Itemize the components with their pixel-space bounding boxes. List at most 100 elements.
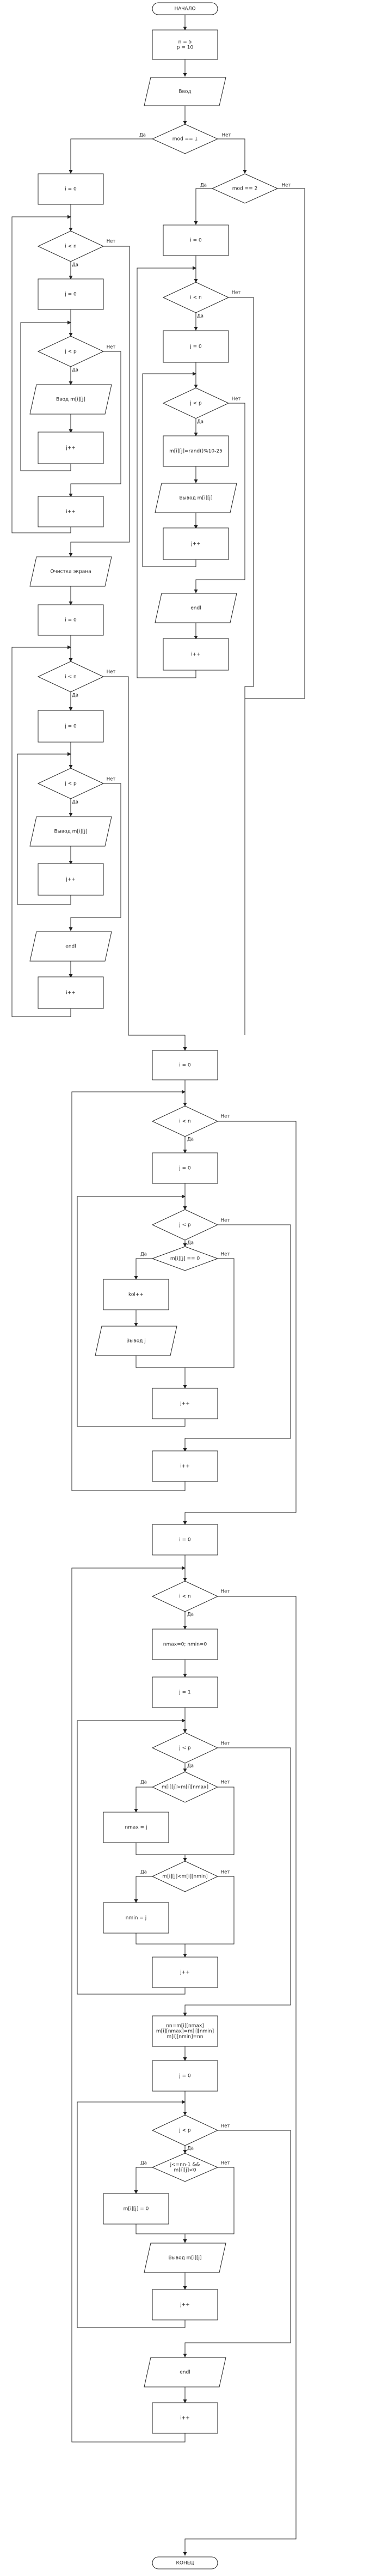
- kol-increment: [103, 1279, 169, 1310]
- node-label: nmin = j: [126, 1916, 146, 1921]
- branch-label: Нет: [232, 397, 241, 402]
- connector: [11, 215, 71, 533]
- connector: [185, 1787, 235, 1855]
- output-element: [155, 483, 237, 513]
- node-label: endl: [65, 944, 76, 950]
- branch-label: Нет: [221, 2161, 230, 2166]
- branch-label: Да: [140, 2161, 147, 2166]
- branch-label: Нет: [107, 239, 116, 245]
- j-increment: [38, 432, 104, 464]
- branch-label: Да: [72, 693, 78, 698]
- node-label: m[i][nmin]=nn: [167, 2034, 203, 2040]
- branch-label: Нет: [282, 183, 291, 189]
- branch-label: Да: [187, 2146, 194, 2152]
- connector: [103, 676, 185, 1036]
- node-label: p = 10: [177, 45, 194, 51]
- node-label: i = 0: [179, 1063, 191, 1068]
- connector: [194, 188, 212, 225]
- i-increment: [152, 2402, 218, 2434]
- branch-label: Да: [187, 1137, 194, 1143]
- branch-label: Нет: [222, 133, 231, 138]
- branch-label: Да: [72, 263, 78, 268]
- connector: [135, 1933, 187, 1958]
- j-init: [152, 1152, 218, 1184]
- node-label: j++: [180, 1970, 190, 1976]
- node-label: m[i][j]<0: [174, 2168, 196, 2173]
- init-block: [152, 29, 218, 60]
- node-label: j < p: [178, 1746, 191, 1751]
- branch-label: Да: [139, 133, 146, 138]
- node-label: i < n: [179, 1594, 190, 1600]
- branch-label: Нет: [221, 1114, 230, 1120]
- end-terminal: [152, 2556, 218, 2569]
- connector: [135, 1356, 187, 1389]
- zero-check: [151, 1246, 219, 1271]
- branch-label: Нет: [221, 1780, 230, 1785]
- branch-label: Нет: [221, 1589, 230, 1595]
- node-label: i++: [66, 509, 76, 515]
- node-label: i = 0: [179, 1538, 191, 1543]
- node-label: m[i][j]<m[i][nmin]: [162, 1874, 207, 1880]
- loop-i-check: [151, 1581, 219, 1612]
- loop-i-check: [37, 661, 104, 692]
- node-label: Вывод j: [126, 1339, 146, 1344]
- endl-output: [144, 2357, 226, 2387]
- node-label: nmax=0; nmin=0: [163, 1642, 207, 1648]
- node-label: Ввод m[i][j]: [56, 397, 85, 403]
- connector: [77, 1194, 186, 1427]
- j-init: [163, 330, 229, 363]
- node-label: m[i][nmax]=m[i][nmin]: [156, 2029, 214, 2034]
- output-j: [95, 1326, 177, 1356]
- min-check: [151, 1861, 219, 1892]
- i-increment: [152, 1450, 218, 1482]
- mode-check-1: [151, 124, 219, 154]
- loop-i-check: [37, 230, 104, 262]
- branch-label: Да: [140, 1870, 147, 1875]
- connector: [183, 1224, 291, 1452]
- node-label: j < p: [189, 401, 202, 406]
- j-increment: [152, 1388, 218, 1419]
- node-label: КОНЕЦ: [176, 2561, 194, 2566]
- connector: [134, 1787, 152, 1813]
- i-increment: [38, 496, 104, 527]
- node-label: endl: [190, 606, 201, 611]
- connector: [69, 246, 130, 557]
- branch-label: Да: [72, 800, 78, 805]
- node-label: j = 0: [189, 344, 202, 350]
- branch-label: Нет: [221, 1741, 230, 1747]
- i-init: [163, 224, 229, 256]
- node-label: i++: [191, 652, 201, 658]
- connector: [69, 351, 121, 497]
- input-block: [144, 77, 226, 106]
- connector: [142, 372, 196, 567]
- node-label: nn=m[i][nmax]: [166, 2024, 204, 2029]
- output-element: [29, 816, 112, 847]
- branch-label: Нет: [107, 345, 116, 350]
- j-init: [152, 2060, 218, 2092]
- connector: [69, 783, 121, 931]
- connector: [17, 752, 71, 905]
- branch-label: Да: [197, 314, 203, 319]
- range-check: [151, 2153, 219, 2182]
- branch-label: Да: [140, 1252, 147, 1257]
- connector: [69, 138, 152, 174]
- loop-j-check: [151, 2115, 219, 2146]
- j-increment: [152, 2289, 218, 2320]
- node-label: НАЧАЛО: [174, 7, 195, 12]
- connector: [183, 1596, 297, 2556]
- node-label: m[i][j]>m[i][nmax]: [162, 1785, 208, 1790]
- i-init: [152, 1524, 218, 1556]
- branch-label: Да: [187, 1764, 194, 1769]
- node-label: i < n: [179, 1119, 190, 1125]
- node-label: i++: [66, 991, 76, 996]
- nmax-assign: [103, 1812, 169, 1843]
- branch-label: Нет: [221, 2124, 230, 2129]
- node-label: j++: [190, 542, 201, 547]
- node-label: i < n: [190, 295, 201, 301]
- endl-output: [29, 931, 112, 962]
- connector: [185, 2167, 235, 2234]
- connector: [77, 1718, 186, 1995]
- zero-assign: [103, 2193, 169, 2225]
- loop-j-check: [151, 1209, 219, 1241]
- node-label: j++: [180, 1401, 190, 1407]
